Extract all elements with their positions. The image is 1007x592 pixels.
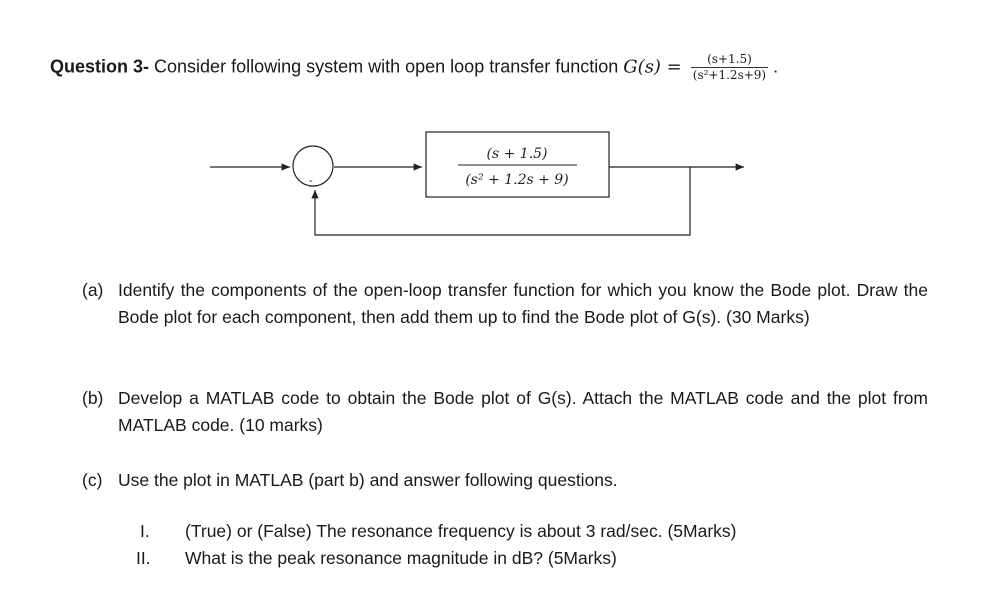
summing-junction [292, 145, 334, 187]
part-a-text: Identify the components of the open-loop… [118, 280, 928, 327]
block-denominator: (s² + 1.2s + 9) [465, 172, 568, 188]
summing-minus-sign: - [309, 174, 313, 187]
item-i-text: (True) or (False) The resonance frequenc… [185, 521, 737, 541]
block-diagram: - (s + 1.5) (s² + 1.2s + 9) [210, 131, 744, 236]
part-a: (a) Identify the components of the open-… [82, 277, 928, 331]
transfer-function-fraction: (s+1.5) (s²+1.2s+9) [690, 52, 769, 83]
part-c-label: (c) [82, 470, 103, 490]
question-text: Consider following system with open loop… [154, 56, 619, 77]
part-b-text: Develop a MATLAB code to obtain the Bode… [118, 388, 928, 435]
part-c: (c) Use the plot in MATLAB (part b) and … [82, 467, 928, 494]
part-b-label: (b) [82, 388, 104, 408]
part-c-text: Use the plot in MATLAB (part b) and answ… [118, 470, 618, 490]
part-a-label: (a) [82, 280, 104, 300]
transfer-function-lhs: G(s) = [623, 56, 682, 78]
transfer-function-numerator: (s+1.5) [690, 52, 769, 68]
item-ii-text: What is the peak resonance magnitude in … [185, 548, 617, 568]
question-header: Question 3- Consider following system wi… [50, 52, 778, 83]
item-ii-number: II. [136, 548, 151, 568]
block-numerator: (s + 1.5) [486, 146, 547, 162]
part-b: (b) Develop a MATLAB code to obtain the … [82, 385, 928, 439]
question-title: Question 3- [50, 56, 150, 77]
transfer-function-denominator: (s²+1.2s+9) [692, 68, 767, 82]
feedback-path [311, 167, 691, 236]
question-end: . [773, 56, 779, 77]
item-i-number: I. [140, 521, 150, 541]
